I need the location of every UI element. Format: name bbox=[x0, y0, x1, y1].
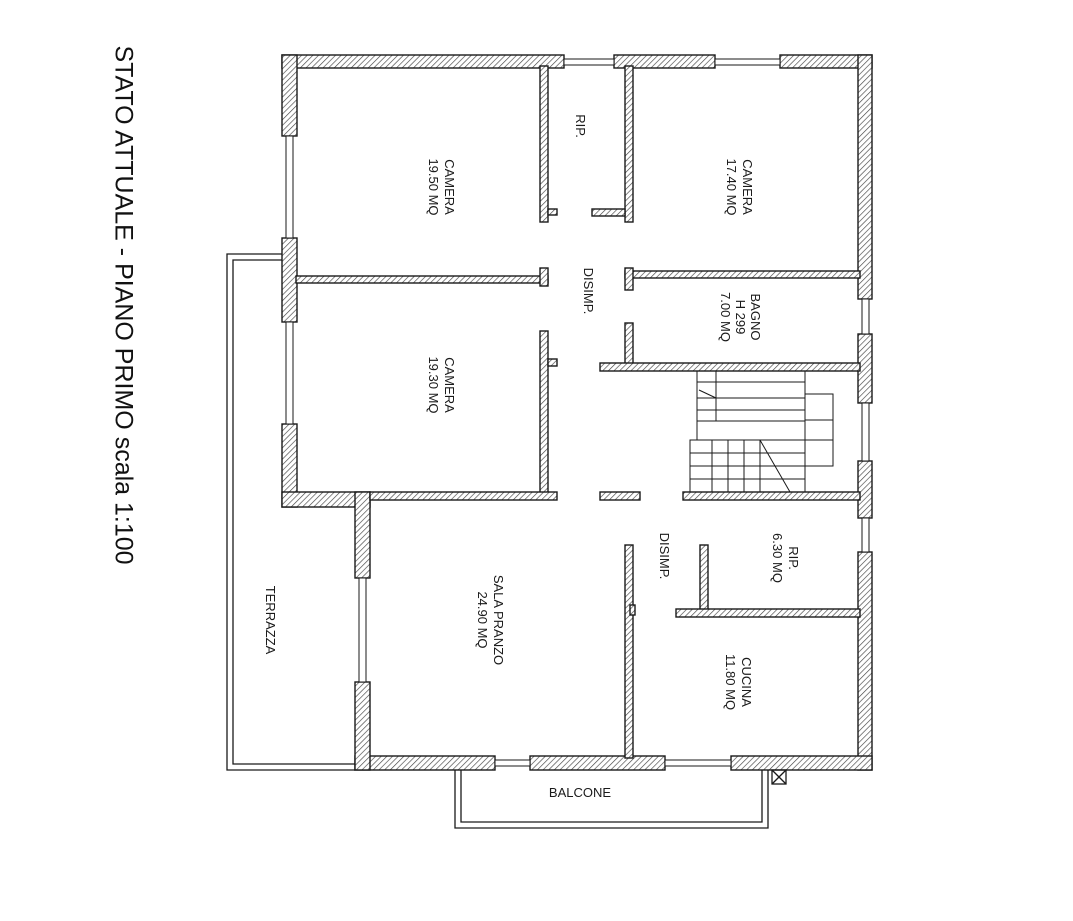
room-area: 17.40 MQ bbox=[724, 158, 739, 215]
room-label-rip-right: RIP. 6.30 MQ bbox=[770, 533, 801, 583]
room-area: 11.80 MQ bbox=[723, 654, 738, 710]
room-label-cucina: CUCINA 11.80 MQ bbox=[723, 654, 754, 710]
balcone-outline bbox=[454, 770, 769, 829]
room-label-disimp-2: DISIMP. bbox=[657, 533, 672, 580]
room-label-sala-pranzo: SALA PRANZO 24.90 MQ bbox=[475, 575, 506, 665]
duct-symbol bbox=[771, 769, 787, 785]
room-label-terrazza: TERRAZZA bbox=[263, 586, 278, 655]
room-name: CUCINA bbox=[739, 657, 754, 707]
room-label-camera-mid: CAMERA 19.30 MQ bbox=[426, 356, 457, 413]
room-label-disimp-1: DISIMP. bbox=[581, 268, 596, 315]
interior-walls bbox=[295, 65, 861, 759]
room-name: BAGNO bbox=[748, 294, 763, 341]
room-name: DISIMP. bbox=[657, 533, 672, 580]
terrazza-outline bbox=[226, 253, 355, 771]
room-label-rip-top: RIP. bbox=[573, 114, 588, 138]
room-name: SALA PRANZO bbox=[491, 575, 506, 665]
room-name: RIP. bbox=[573, 114, 588, 138]
room-height: H 299 bbox=[733, 300, 748, 335]
staircase bbox=[689, 370, 834, 493]
room-name: CAMERA bbox=[740, 159, 755, 215]
room-area: 7.00 MQ bbox=[718, 292, 733, 342]
room-name: TERRAZZA bbox=[263, 586, 278, 655]
exterior-walls bbox=[281, 54, 873, 771]
plan-title: STATO ATTUALE - PIANO PRIMO scala 1:100 bbox=[109, 45, 137, 564]
room-label-balcone: BALCONE bbox=[549, 785, 611, 800]
room-area: 24.90 MQ bbox=[475, 591, 490, 648]
room-area: 6.30 MQ bbox=[770, 533, 785, 583]
room-name: CAMERA bbox=[442, 357, 457, 413]
room-area: 19.30 MQ bbox=[426, 356, 441, 413]
room-name: RIP. bbox=[786, 546, 801, 570]
room-area: 19.50 MQ bbox=[426, 158, 441, 215]
room-name: DISIMP. bbox=[581, 268, 596, 315]
windows bbox=[285, 58, 870, 767]
room-label-camera-right: CAMERA 17.40 MQ bbox=[724, 158, 755, 215]
room-label-bagno: BAGNO H 299 7.00 MQ bbox=[718, 292, 763, 342]
room-label-camera-top: CAMERA 19.50 MQ bbox=[426, 158, 457, 215]
room-name: CAMERA bbox=[442, 159, 457, 215]
